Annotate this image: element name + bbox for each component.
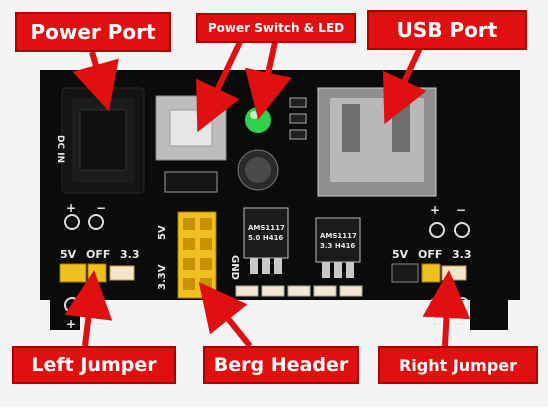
pad-hole: [88, 214, 104, 230]
berg-header-callout: Berg Header: [203, 346, 359, 384]
usb-port: [317, 87, 437, 197]
power-port-callout: Power Port: [15, 12, 171, 52]
arrow-led: [244, 41, 292, 120]
arrow-right-jumper: [422, 270, 471, 347]
header-gnd-label: GND: [229, 255, 240, 280]
arrow-usb-port: [382, 46, 427, 125]
electrolytic-capacitor: [237, 149, 279, 191]
left-5v-label: 5V: [60, 248, 77, 261]
pad-hole: [64, 214, 80, 230]
header-5v-label: 5V: [157, 225, 168, 240]
smd-component: [313, 285, 337, 297]
right-off-label: OFF: [418, 248, 442, 261]
power-led: [245, 107, 271, 133]
smd-component: [261, 285, 285, 297]
left-off-label: OFF: [86, 248, 110, 261]
plus-mark: +: [430, 317, 440, 331]
regulator-3v3-line2: 3.3 H416: [320, 242, 355, 250]
dc-barrel-jack: [61, 87, 145, 194]
smd-component: [339, 285, 363, 297]
regulator-3v3-line1: AMS1117: [320, 232, 357, 240]
pad-hole: [429, 222, 445, 238]
regulator-5v-line1: AMS1117: [248, 224, 285, 232]
dc-in-label: DC IN: [55, 135, 65, 163]
arrow-power-port: [72, 51, 119, 112]
voltage-regulator-3v3: [315, 217, 361, 278]
minus-mark: −: [456, 317, 466, 331]
power-switch: [155, 95, 227, 161]
plus-mark: +: [66, 201, 76, 215]
smd-component: [235, 285, 259, 297]
callout-arrows: [64, 40, 471, 348]
minus-mark: −: [96, 201, 106, 215]
power-switch-led-callout: Power Switch & LED: [196, 13, 356, 43]
right-5v-label: 5V: [392, 248, 409, 261]
smd-resistor: [289, 113, 307, 124]
plus-mark: +: [66, 317, 76, 331]
right-3-3-label: 3.3: [452, 248, 472, 261]
smd-resistor: [289, 129, 307, 140]
right-jumper: [391, 263, 467, 283]
left-jumper: [59, 263, 135, 283]
voltage-regulator-5v: [243, 207, 289, 274]
plus-mark: +: [430, 203, 440, 217]
smd-component: [287, 285, 311, 297]
usb-port-callout: USB Port: [367, 10, 527, 50]
arrow-berg-header: [198, 281, 253, 348]
arrow-power-switch: [196, 40, 243, 133]
regulator-5v-line2: 5.0 H416: [248, 234, 283, 242]
arrow-left-jumper: [64, 270, 113, 347]
minus-mark: −: [456, 203, 466, 217]
left-3-3-label: 3.3: [120, 248, 140, 261]
pad-hole: [454, 222, 470, 238]
right-jumper-callout: Right Jumper: [378, 346, 538, 384]
diode: [164, 171, 218, 193]
minus-mark: −: [96, 317, 106, 331]
header-3-3v-label: 3.3V: [157, 264, 168, 290]
berg-header: [177, 211, 217, 299]
left-jumper-callout: Left Jumper: [12, 346, 176, 384]
smd-resistor: [289, 97, 307, 108]
